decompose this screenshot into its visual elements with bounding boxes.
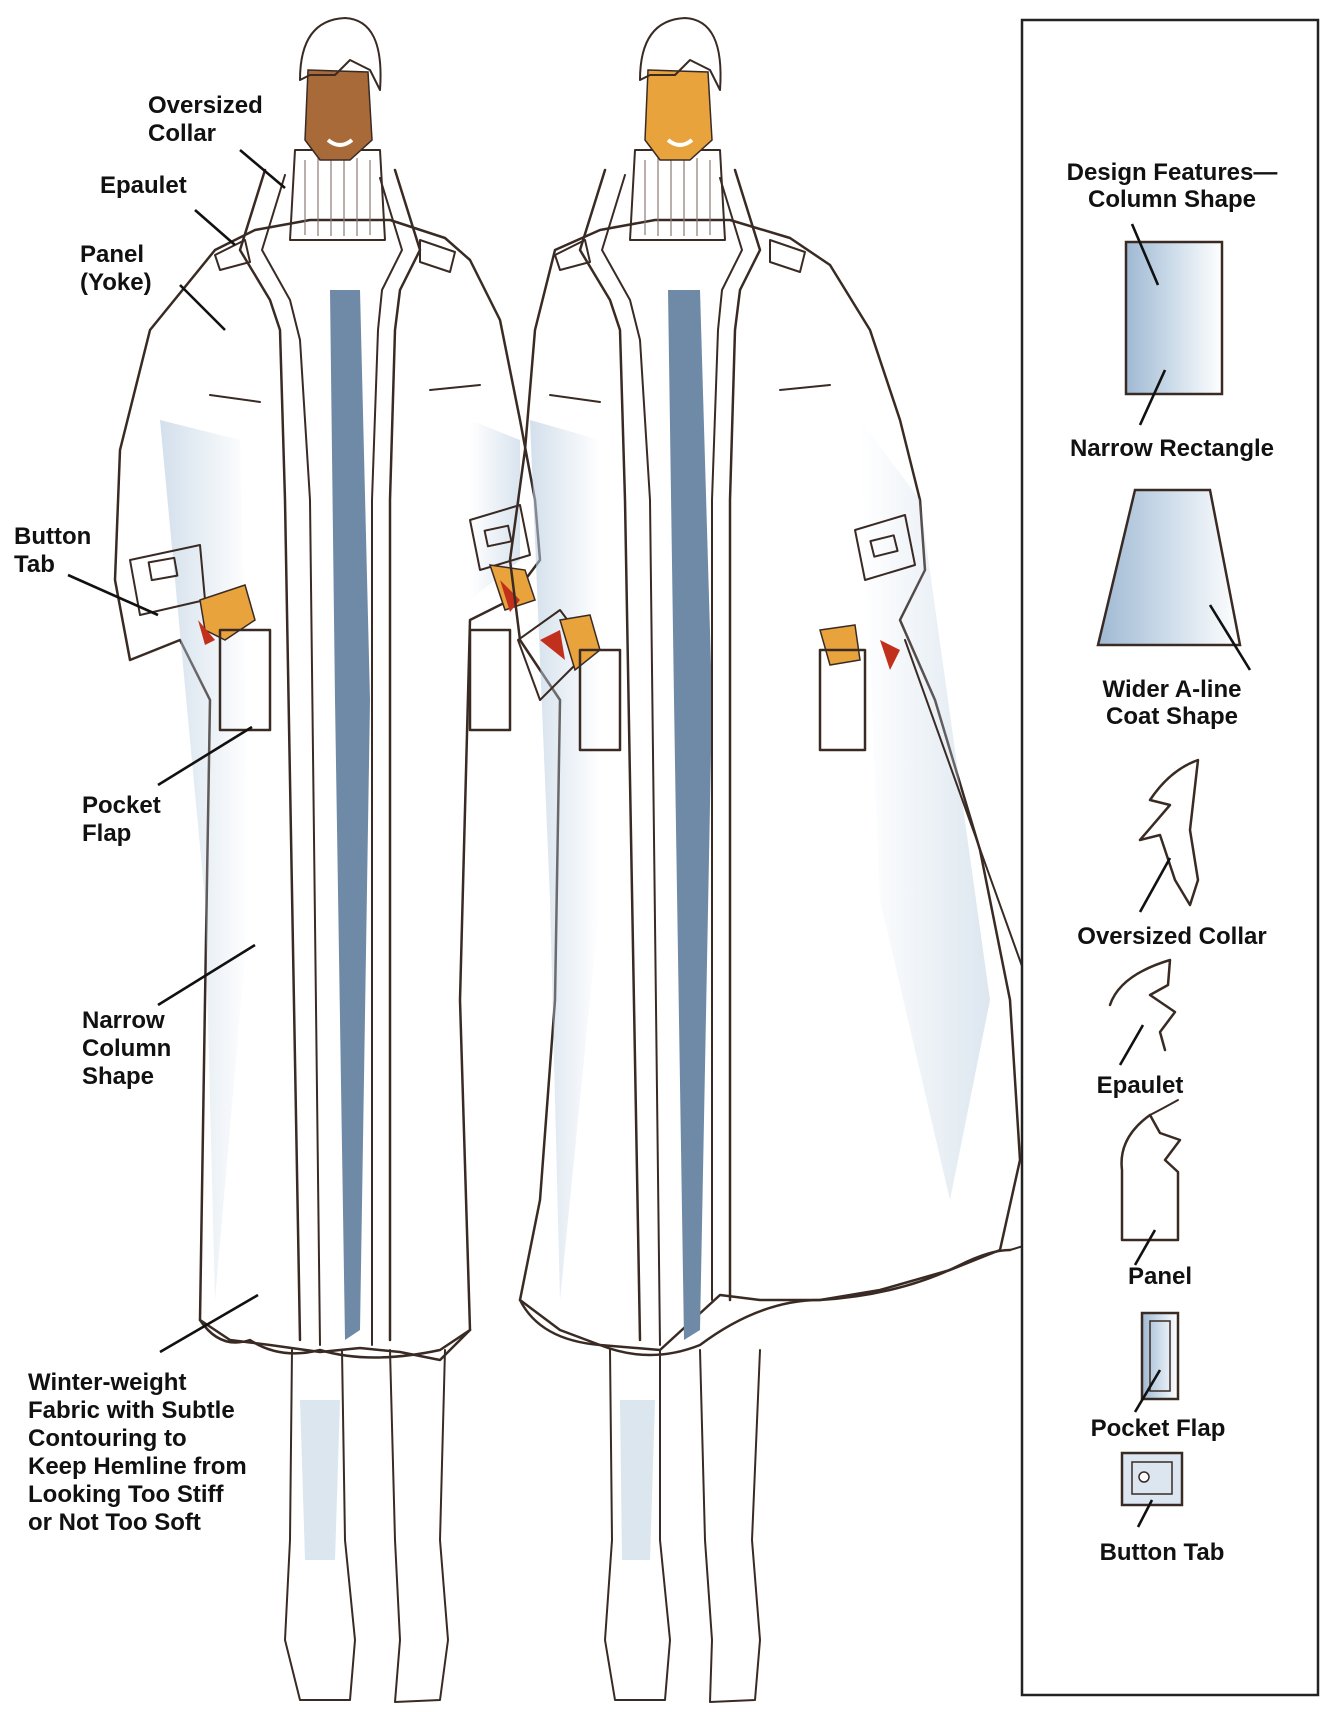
label-button-tab-panel: Button Tab (1100, 1539, 1225, 1566)
label-button-tab-1: Button (14, 523, 91, 550)
leader-line (68, 575, 158, 615)
label-narrow-column-2: Column (82, 1035, 171, 1062)
label-fabric-1: Winter-weight (28, 1369, 186, 1396)
label-epaulet-panel: Epaulet (1097, 1072, 1184, 1099)
figure-right (510, 18, 1020, 1702)
label-panel-1: Panel (80, 241, 144, 268)
panel-title-1: Design Features— (1067, 159, 1278, 186)
label-button-tab-2: Tab (14, 551, 55, 578)
label-pocket-flap-panel: Pocket Flap (1091, 1415, 1226, 1442)
label-wider-aline-1: Wider A-line (1103, 676, 1242, 703)
button-tab-icon (1122, 1453, 1182, 1505)
label-narrow-column-3: Shape (82, 1063, 154, 1090)
leader-line (195, 210, 235, 245)
label-epaulet: Epaulet (100, 172, 187, 199)
label-narrow-rectangle: Narrow Rectangle (1070, 435, 1274, 462)
label-oversized-collar-panel: Oversized Collar (1077, 923, 1266, 950)
leader-line (240, 150, 285, 188)
narrow-rectangle-icon (1126, 242, 1222, 394)
panel-title-2: Column Shape (1088, 186, 1256, 213)
label-oversized-collar-2: Collar (148, 120, 216, 147)
label-pocket-flap-2: Flap (82, 820, 131, 847)
label-wider-aline-2: Coat Shape (1106, 703, 1238, 730)
label-pocket-flap-1: Pocket (82, 792, 161, 819)
label-fabric-2: Fabric with Subtle (28, 1397, 235, 1424)
label-fabric-5: Looking Too Stiff (28, 1481, 225, 1508)
label-oversized-collar-1: Oversized (148, 92, 263, 119)
pocket-flap-icon (1142, 1313, 1178, 1399)
label-narrow-column-1: Narrow (82, 1007, 165, 1034)
design-features-panel: Design Features— Column Shape Narrow Rec… (1022, 20, 1318, 1695)
label-panel-panel: Panel (1128, 1263, 1192, 1290)
label-fabric-3: Contouring to (28, 1425, 187, 1452)
leader-line (180, 285, 225, 330)
leader-line (160, 1295, 258, 1352)
button-icon (1139, 1472, 1149, 1482)
label-fabric-6: or Not Too Soft (28, 1509, 201, 1536)
label-panel-2: (Yoke) (80, 269, 152, 296)
label-fabric-4: Keep Hemline from (28, 1453, 247, 1480)
